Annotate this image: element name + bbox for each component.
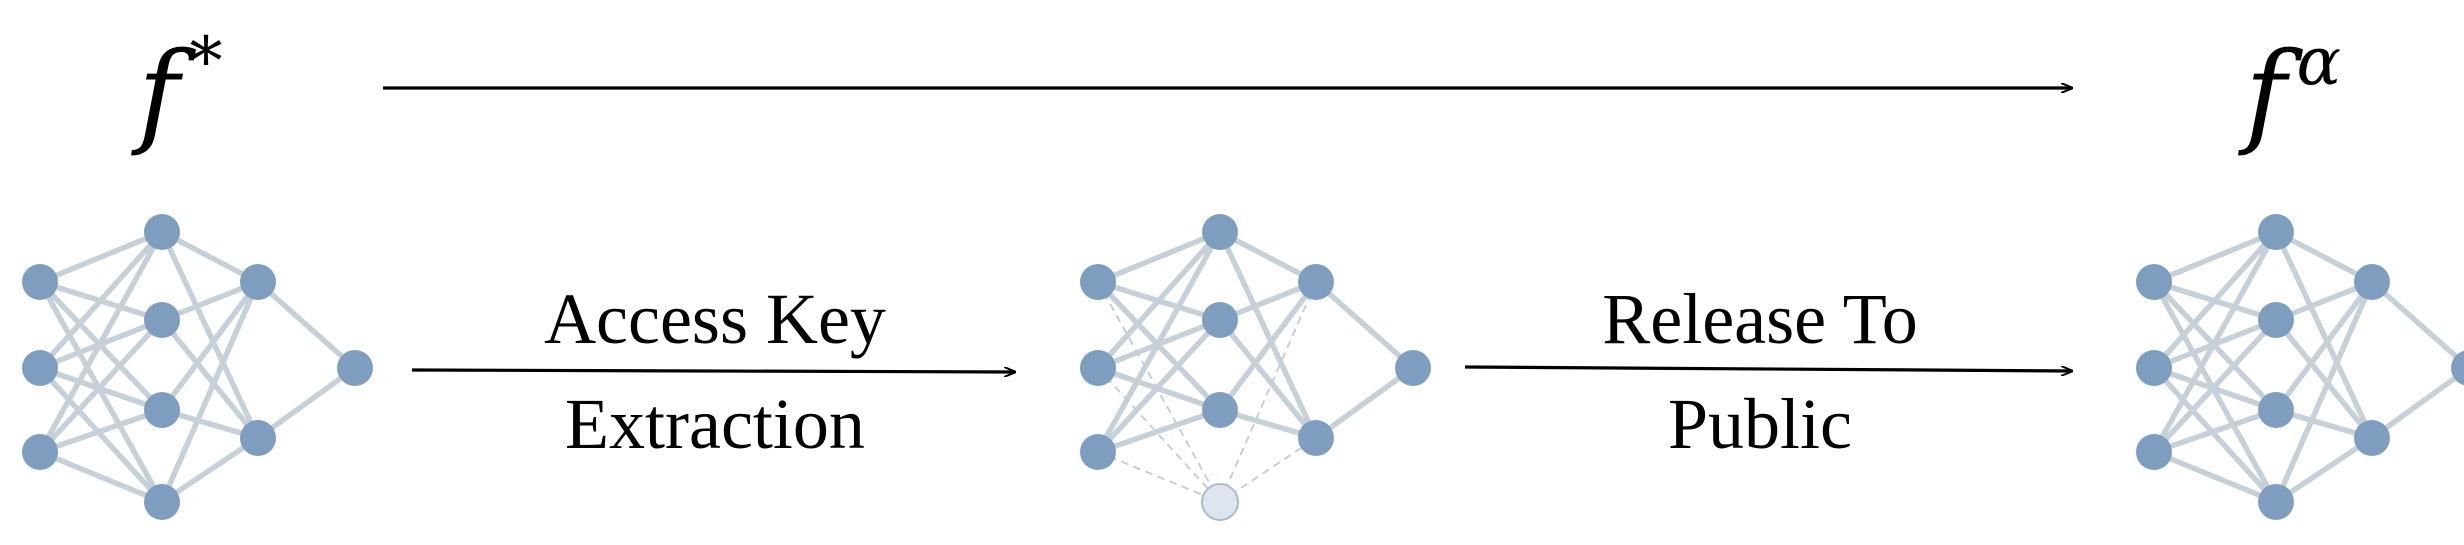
network-edge bbox=[37, 279, 165, 505]
network-node bbox=[2258, 392, 2294, 428]
network-node bbox=[1080, 264, 1116, 300]
network-edge bbox=[1095, 407, 1223, 455]
network-edge bbox=[2151, 407, 2279, 455]
network-node bbox=[1080, 350, 1116, 386]
ghost-node bbox=[1201, 483, 1239, 521]
network-edge bbox=[255, 279, 358, 371]
source-network bbox=[22, 214, 373, 520]
network-edge bbox=[2273, 435, 2375, 505]
extraction-arrow bbox=[411, 370, 1015, 372]
network-node bbox=[1202, 214, 1238, 250]
network-node bbox=[2354, 264, 2390, 300]
network-node bbox=[144, 214, 180, 250]
network-edge bbox=[1095, 317, 1223, 455]
network-edge bbox=[255, 365, 358, 441]
network-edge bbox=[2151, 229, 2279, 371]
network-edge bbox=[159, 279, 261, 413]
network-edge bbox=[1217, 279, 1319, 413]
network-node bbox=[1395, 350, 1431, 386]
network-edge bbox=[2369, 368, 2464, 441]
ghost-edge bbox=[1097, 367, 1221, 503]
network-edge bbox=[1095, 229, 1223, 371]
network-edge bbox=[37, 407, 165, 455]
target-network bbox=[2136, 214, 2464, 520]
network-edge bbox=[37, 229, 165, 285]
extraction-label-line1: Access Key bbox=[544, 279, 886, 359]
network-edge bbox=[1313, 365, 1416, 441]
release-label-line1: Release To bbox=[1602, 279, 1918, 359]
network-edge bbox=[1095, 229, 1223, 285]
network-node bbox=[240, 264, 276, 300]
network-edge bbox=[37, 317, 165, 455]
release-label-line2: Public bbox=[1667, 384, 1852, 464]
network-edge bbox=[2151, 279, 2279, 505]
network-node bbox=[144, 302, 180, 338]
network-node bbox=[2451, 350, 2464, 386]
network-edge bbox=[1313, 279, 1416, 371]
network-node bbox=[1202, 392, 1238, 428]
network-edges bbox=[2151, 229, 2464, 505]
network-node bbox=[1298, 420, 1334, 456]
network-edge bbox=[2273, 229, 2375, 441]
network-node bbox=[2258, 302, 2294, 338]
network-node bbox=[2258, 214, 2294, 250]
network-node bbox=[240, 420, 276, 456]
network-node bbox=[2136, 434, 2172, 470]
network-node bbox=[1202, 302, 1238, 338]
extraction-label-line2: Extraction bbox=[565, 384, 865, 464]
network-edge bbox=[2273, 279, 2375, 505]
network-edge bbox=[2151, 229, 2279, 455]
network-node bbox=[2136, 350, 2172, 386]
network-edge bbox=[37, 365, 165, 505]
network-edge bbox=[1217, 229, 1319, 285]
network-edge bbox=[2151, 317, 2279, 455]
ghost-edge bbox=[1097, 281, 1221, 503]
network-edge bbox=[159, 317, 261, 441]
network-nodes bbox=[22, 214, 373, 520]
ghost-edge bbox=[1219, 437, 1317, 503]
network-edge bbox=[2151, 449, 2279, 505]
network-node bbox=[22, 434, 58, 470]
release-arrow bbox=[1464, 365, 2072, 371]
network-node bbox=[22, 350, 58, 386]
keyed-network bbox=[1080, 214, 1431, 521]
network-edge bbox=[159, 435, 261, 505]
network-node bbox=[2258, 484, 2294, 520]
network-edges bbox=[1095, 229, 1416, 503]
network-node bbox=[337, 350, 373, 386]
source-model-symbol: f* bbox=[138, 23, 223, 159]
ghost-edge bbox=[1219, 281, 1317, 503]
network-edge bbox=[159, 229, 261, 285]
network-edge bbox=[2273, 229, 2375, 285]
network-edge bbox=[1217, 317, 1319, 441]
network-edge bbox=[37, 229, 165, 455]
network-edge bbox=[2151, 229, 2279, 285]
network-node bbox=[144, 392, 180, 428]
network-edge bbox=[2151, 365, 2279, 505]
network-node bbox=[1080, 434, 1116, 470]
ghost-edge bbox=[1097, 451, 1221, 503]
network-edge bbox=[159, 279, 261, 505]
network-edge bbox=[159, 229, 261, 441]
network-edge bbox=[1095, 229, 1223, 455]
network-edge bbox=[2273, 317, 2375, 441]
network-edge bbox=[2273, 279, 2375, 413]
network-edges bbox=[37, 229, 358, 505]
network-node bbox=[1298, 264, 1334, 300]
network-edge bbox=[37, 229, 165, 371]
network-nodes bbox=[2136, 214, 2464, 520]
network-node bbox=[2136, 264, 2172, 300]
network-node bbox=[22, 264, 58, 300]
network-node bbox=[144, 484, 180, 520]
network-edge bbox=[1217, 229, 1319, 441]
network-node bbox=[2354, 420, 2390, 456]
network-nodes bbox=[1080, 214, 1431, 521]
network-edge bbox=[2369, 279, 2464, 368]
network-edge bbox=[37, 449, 165, 505]
